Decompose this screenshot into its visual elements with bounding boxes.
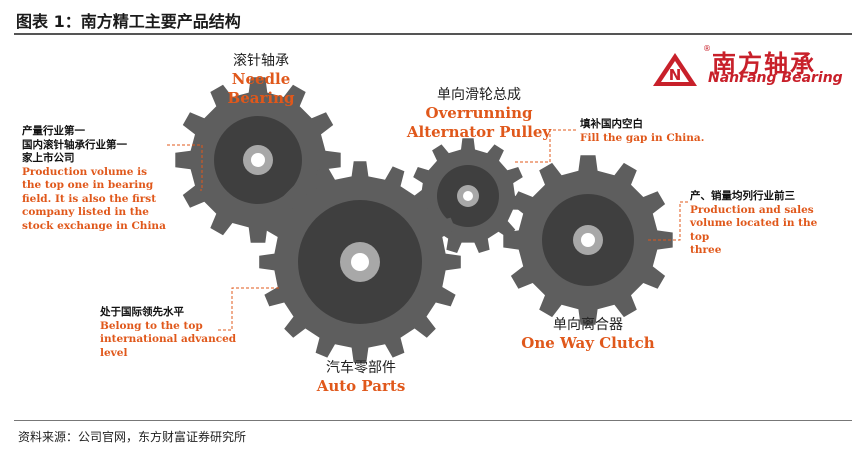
label-one-way-clutch-en: One Way Clutch — [521, 334, 655, 352]
note-clutch-cn: 产、销量均列行业前三 — [690, 190, 795, 202]
leader-line-pulley — [515, 129, 577, 163]
label-needle-bearing-en: Needle Bearing — [227, 70, 295, 107]
figure-title: 图表 1：南方精工主要产品结构 — [16, 12, 241, 31]
bottom-divider — [14, 420, 852, 421]
logo-name-cn: 南方轴承 — [712, 49, 816, 78]
label-overrunning-pulley: 单向滑轮总成 Overrunning Alternator Pulley — [404, 84, 554, 142]
logo-name-en: NanFang Bearing — [708, 70, 843, 86]
label-overrunning-pulley-en2: Alternator Pulley — [406, 123, 552, 141]
note-needle-cn-3: 家上市公司 — [22, 152, 75, 164]
logo-registered-mark: ® — [703, 44, 711, 53]
label-needle-bearing-cn: 滚针轴承 — [233, 53, 289, 69]
label-one-way-clutch: 单向离合器 One Way Clutch — [518, 314, 658, 353]
note-auto-parts-en-1: Belong to the top — [100, 319, 203, 332]
label-overrunning-pulley-en1: Overrunning — [425, 104, 533, 122]
note-clutch-en-2: volume located in the top — [690, 217, 818, 243]
label-needle-bearing: 滚针轴承 Needle Bearing — [196, 50, 326, 108]
leader-line-auto — [218, 287, 280, 331]
note-auto-parts: 处于国际领先水平 Belong to the top international… — [100, 306, 240, 360]
note-needle-en-1: Production volume is — [22, 165, 148, 178]
note-needle-en-2: the top one in bearing — [22, 179, 154, 191]
leader-line-needle — [167, 144, 203, 191]
note-auto-parts-en-2: international advanced — [100, 333, 237, 345]
label-auto-parts-cn: 汽车零部件 — [326, 360, 396, 376]
gear-one-way-clutch — [503, 155, 673, 325]
note-needle-en-3: field. It is also the first — [22, 192, 157, 205]
nanfang-logo-icon: N — [653, 53, 697, 86]
gear-auto-parts-axle — [351, 253, 369, 271]
note-needle-en-5: stock exchange in China — [22, 219, 166, 232]
gear-one-way-clutch-axle — [581, 233, 595, 247]
label-overrunning-pulley-cn: 单向滑轮总成 — [437, 87, 521, 103]
note-needle: 产量行业第一 国内滚针轴承行业第一 家上市公司 Production volum… — [22, 125, 182, 233]
note-pulley: 填补国内空白 Fill the gap in China. — [580, 118, 730, 145]
note-clutch: 产、销量均列行业前三 Production and sales volume l… — [690, 190, 840, 258]
figure-title-bar: 图表 1：南方精工主要产品结构 — [14, 6, 852, 32]
label-one-way-clutch-cn: 单向离合器 — [553, 317, 623, 333]
top-divider — [14, 33, 852, 35]
gear-auto-parts — [259, 161, 461, 363]
label-auto-parts-en: Auto Parts — [316, 377, 406, 395]
leader-line-clutch — [648, 201, 688, 241]
note-auto-parts-cn: 处于国际领先水平 — [100, 306, 184, 318]
note-pulley-en: Fill the gap in China. — [580, 131, 705, 144]
note-clutch-en-3: three — [690, 244, 722, 256]
note-needle-en-4: company listed in the — [22, 206, 149, 218]
note-needle-cn-2: 国内滚针轴承行业第一 — [22, 138, 127, 151]
label-auto-parts: 汽车零部件 Auto Parts — [296, 357, 426, 396]
gear-overrunning-pulley-axle — [463, 191, 473, 201]
logo-mark-text: N — [669, 66, 682, 84]
note-auto-parts-en-3: level — [100, 346, 128, 359]
source-note: 资料来源：公司官网，东方财富证券研究所 — [18, 430, 247, 444]
note-clutch-en-1: Production and sales — [690, 203, 814, 216]
note-pulley-cn: 填补国内空白 — [580, 118, 643, 130]
note-needle-cn-1: 产量行业第一 — [22, 125, 85, 137]
gear-needle-bearing-axle — [251, 153, 265, 167]
